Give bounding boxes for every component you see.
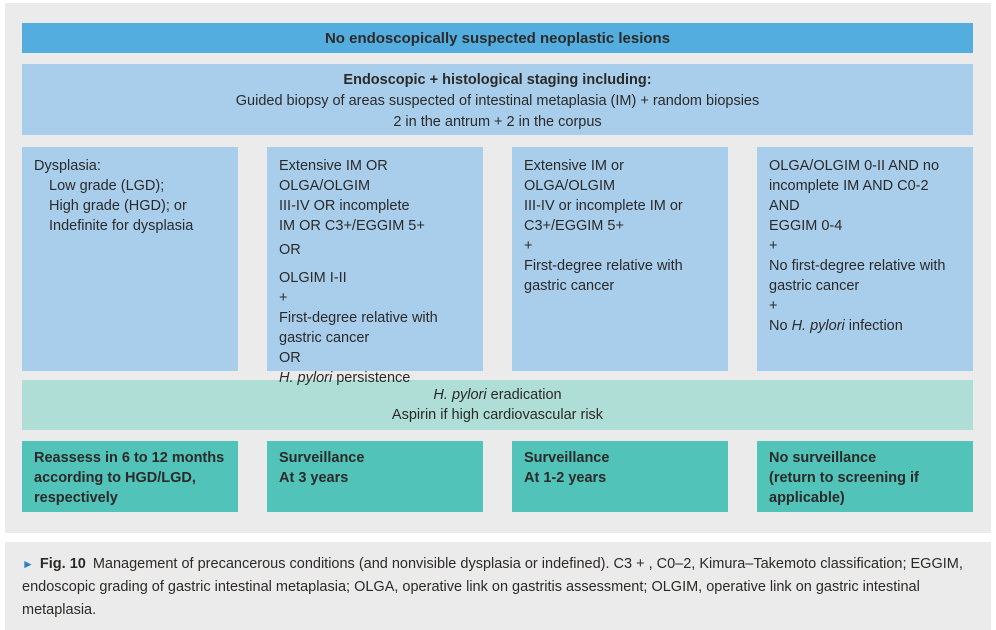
criteria-box-dysplasia: Dysplasia: Low grade (LGD); High grade (… <box>22 147 238 371</box>
figure-panel: No endoscopically suspected neoplastic l… <box>5 3 991 533</box>
staging-bar: Endoscopic + histological staging includ… <box>22 64 973 135</box>
staging-line: Guided biopsy of areas suspected of inte… <box>235 93 760 109</box>
outcome-line: Surveillance <box>524 450 610 466</box>
criteria-line: OR <box>279 350 301 366</box>
criteria-line: No first-degree relative with <box>769 258 946 274</box>
criteria-line: Dysplasia: <box>34 158 101 174</box>
outcome-box-no-surveillance: No surveillance (return to screening if … <box>757 441 973 512</box>
criteria-line: EGGIM 0-4 <box>769 218 843 234</box>
criteria-line: + <box>279 290 288 306</box>
eradication-line: Aspirin if high cardiovascular risk <box>391 407 604 423</box>
criteria-line: First-degree relative with <box>524 258 683 274</box>
outcome-box-surveillance-3y: Surveillance At 3 years <box>267 441 483 512</box>
figure-content: No endoscopically suspected neoplastic l… <box>5 3 991 512</box>
staging-title: Endoscopic + histological staging includ… <box>343 72 652 88</box>
outcome-box-surveillance-1-2y: Surveillance At 1-2 years <box>512 441 728 512</box>
criteria-line: III-IV OR incomplete <box>279 198 410 214</box>
criteria-box-high-risk-relative: Extensive IM or OLGA/OLGIM III-IV or inc… <box>512 147 728 371</box>
outcome-line: applicable) <box>769 490 845 506</box>
criteria-line: Low grade (LGD); <box>49 178 165 194</box>
outcome-line: Surveillance <box>279 450 365 466</box>
header-title: No endoscopically suspected neoplastic l… <box>324 29 671 47</box>
criteria-line: C3+/EGGIM 5+ <box>524 218 624 234</box>
outcome-line: At 3 years <box>279 470 349 486</box>
outcome-line: according to HGD/LGD, <box>34 470 196 486</box>
criteria-line: Extensive IM OR OLGA/OLGIM <box>279 158 388 194</box>
outcome-line: No surveillance <box>769 450 877 466</box>
criteria-line: + <box>769 298 778 314</box>
header-bar: No endoscopically suspected neoplastic l… <box>22 23 973 53</box>
criteria-box-high-risk-hp: Extensive IM OR OLGA/OLGIM III-IV OR inc… <box>267 147 483 386</box>
criteria-line: OLGA/OLGIM 0-II AND no <box>769 158 940 174</box>
eradication-bar: H. pylori eradication Aspirin if high ca… <box>22 380 973 430</box>
outcome-line: Reassess in 6 to 12 months <box>34 450 225 466</box>
criteria-line: Indefinite for dysplasia <box>49 218 194 234</box>
criteria-line: gastric cancer <box>279 330 370 346</box>
outcome-line: (return to screening if <box>769 470 919 486</box>
criteria-box-low-risk: OLGA/OLGIM 0-II AND no incomplete IM AND… <box>757 147 973 371</box>
eradication-line: H. pylori eradication <box>433 387 562 403</box>
outcome-box-reassess: Reassess in 6 to 12 months according to … <box>22 441 238 512</box>
outcome-line: respectively <box>34 490 118 506</box>
outcome-line: At 1-2 years <box>524 470 607 486</box>
hpylori-italic: H. pylori <box>791 318 845 334</box>
criteria-line: High grade (HGD); or <box>49 198 187 214</box>
criteria-line: gastric cancer <box>769 278 860 294</box>
caption-text: Management of precancerous conditions (a… <box>22 556 963 618</box>
criteria-row: Dysplasia: Low grade (LGD); High grade (… <box>22 147 973 386</box>
criteria-line: H. pylori persistence <box>279 370 411 386</box>
criteria-line: Extensive IM or OLGA/OLGIM <box>524 158 624 194</box>
criteria-line: OLGIM I-II <box>279 270 347 286</box>
criteria-line: OR <box>279 242 301 258</box>
hpylori-italic: H. pylori <box>279 370 333 386</box>
hpylori-italic: H. pylori <box>433 387 487 403</box>
figure-marker-icon: ► <box>22 557 34 571</box>
criteria-line: First-degree relative with <box>279 310 438 326</box>
criteria-line: IM OR C3+/EGGIM 5+ <box>279 218 425 234</box>
criteria-line: III-IV or incomplete IM or <box>524 198 683 214</box>
figure-label: Fig. 10 <box>39 556 86 572</box>
criteria-line: + <box>769 238 778 254</box>
criteria-line: No H. pylori infection <box>769 318 903 334</box>
criteria-line: incomplete IM AND C0-2 AND <box>769 178 929 214</box>
criteria-line: gastric cancer <box>524 278 615 294</box>
staging-line: 2 in the antrum + 2 in the corpus <box>393 114 602 130</box>
criteria-line: + <box>524 238 533 254</box>
outcomes-row: Reassess in 6 to 12 months according to … <box>22 441 973 512</box>
